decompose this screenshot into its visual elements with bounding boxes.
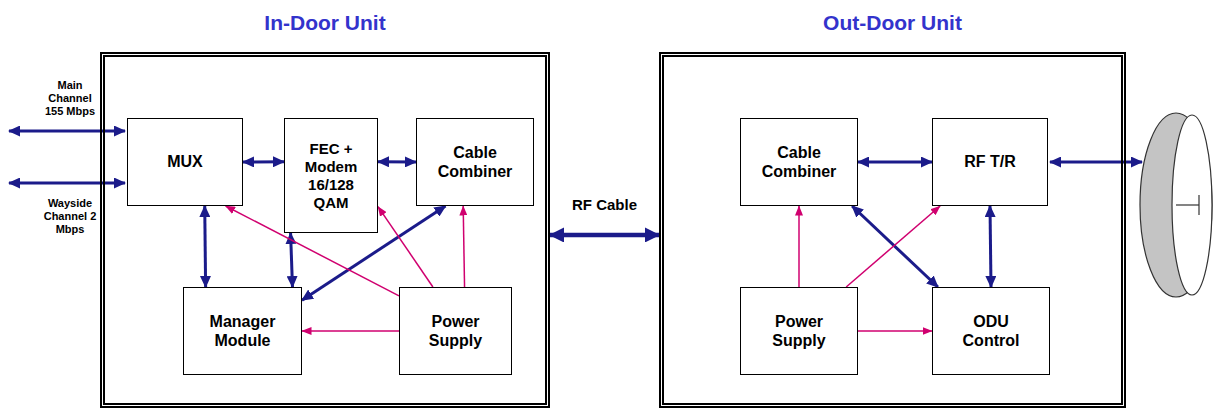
box-label: RF T/R (964, 152, 1016, 171)
antenna-feed-tip (1198, 195, 1199, 215)
cable-combiner-box: Cable Combiner (416, 118, 534, 206)
box-label: Power Supply (753, 312, 845, 350)
unit-heading: In-Door Unit (105, 10, 545, 36)
outdoor-unit: Out-Door UnitCable CombinerRF T/RPower S… (659, 52, 1126, 408)
indoor-unit: In-Door UnitMUXFEC + Modem 16/128 QAMCab… (100, 52, 550, 408)
signal-line (203, 206, 207, 287)
power-supply-box: Power Supply (740, 287, 858, 375)
mux-box: MUX (127, 118, 243, 206)
power-line (302, 330, 399, 332)
cable-combiner-box: Cable Combiner (740, 118, 858, 206)
box-label: MUX (167, 152, 203, 171)
power-line (846, 206, 940, 287)
manager-box: Manager Module (183, 287, 302, 375)
box-label: Manager Module (196, 312, 289, 350)
box-label: Power Supply (412, 312, 499, 350)
modem-box: FEC + Modem 16/128 QAM (284, 118, 378, 233)
power-line (798, 206, 800, 287)
channel-label: Wayside Channel 2 Mbps (38, 197, 102, 236)
signal-line (378, 160, 416, 163)
power-supply-box: Power Supply (399, 287, 512, 375)
box-label: FEC + Modem 16/128 QAM (297, 140, 365, 212)
signal-line (858, 161, 932, 164)
main-channel-arrow (9, 130, 125, 133)
odu-control-box: ODU Control (932, 287, 1050, 375)
power-line (858, 330, 932, 332)
power-line (463, 206, 464, 287)
cable-label: RF Cable (570, 196, 639, 213)
unit-heading: Out-Door Unit (664, 10, 1121, 36)
rf-transceiver-box: RF T/R (932, 118, 1048, 206)
channel-label: Main Channel 155 Mbps (38, 79, 102, 118)
antenna-dish-face (1172, 115, 1212, 295)
antenna-feed-arrow (1050, 161, 1142, 164)
signal-line (990, 206, 991, 287)
antenna-dish (1140, 113, 1212, 297)
antenna-feed (1176, 204, 1199, 205)
signal-line (550, 233, 659, 238)
power-line (378, 207, 433, 287)
box-label: ODU Control (945, 312, 1037, 350)
box-label: Cable Combiner (429, 143, 521, 181)
signal-line (243, 160, 284, 163)
box-label: Cable Combiner (753, 143, 845, 181)
wayside-channel-arrow (9, 182, 125, 185)
